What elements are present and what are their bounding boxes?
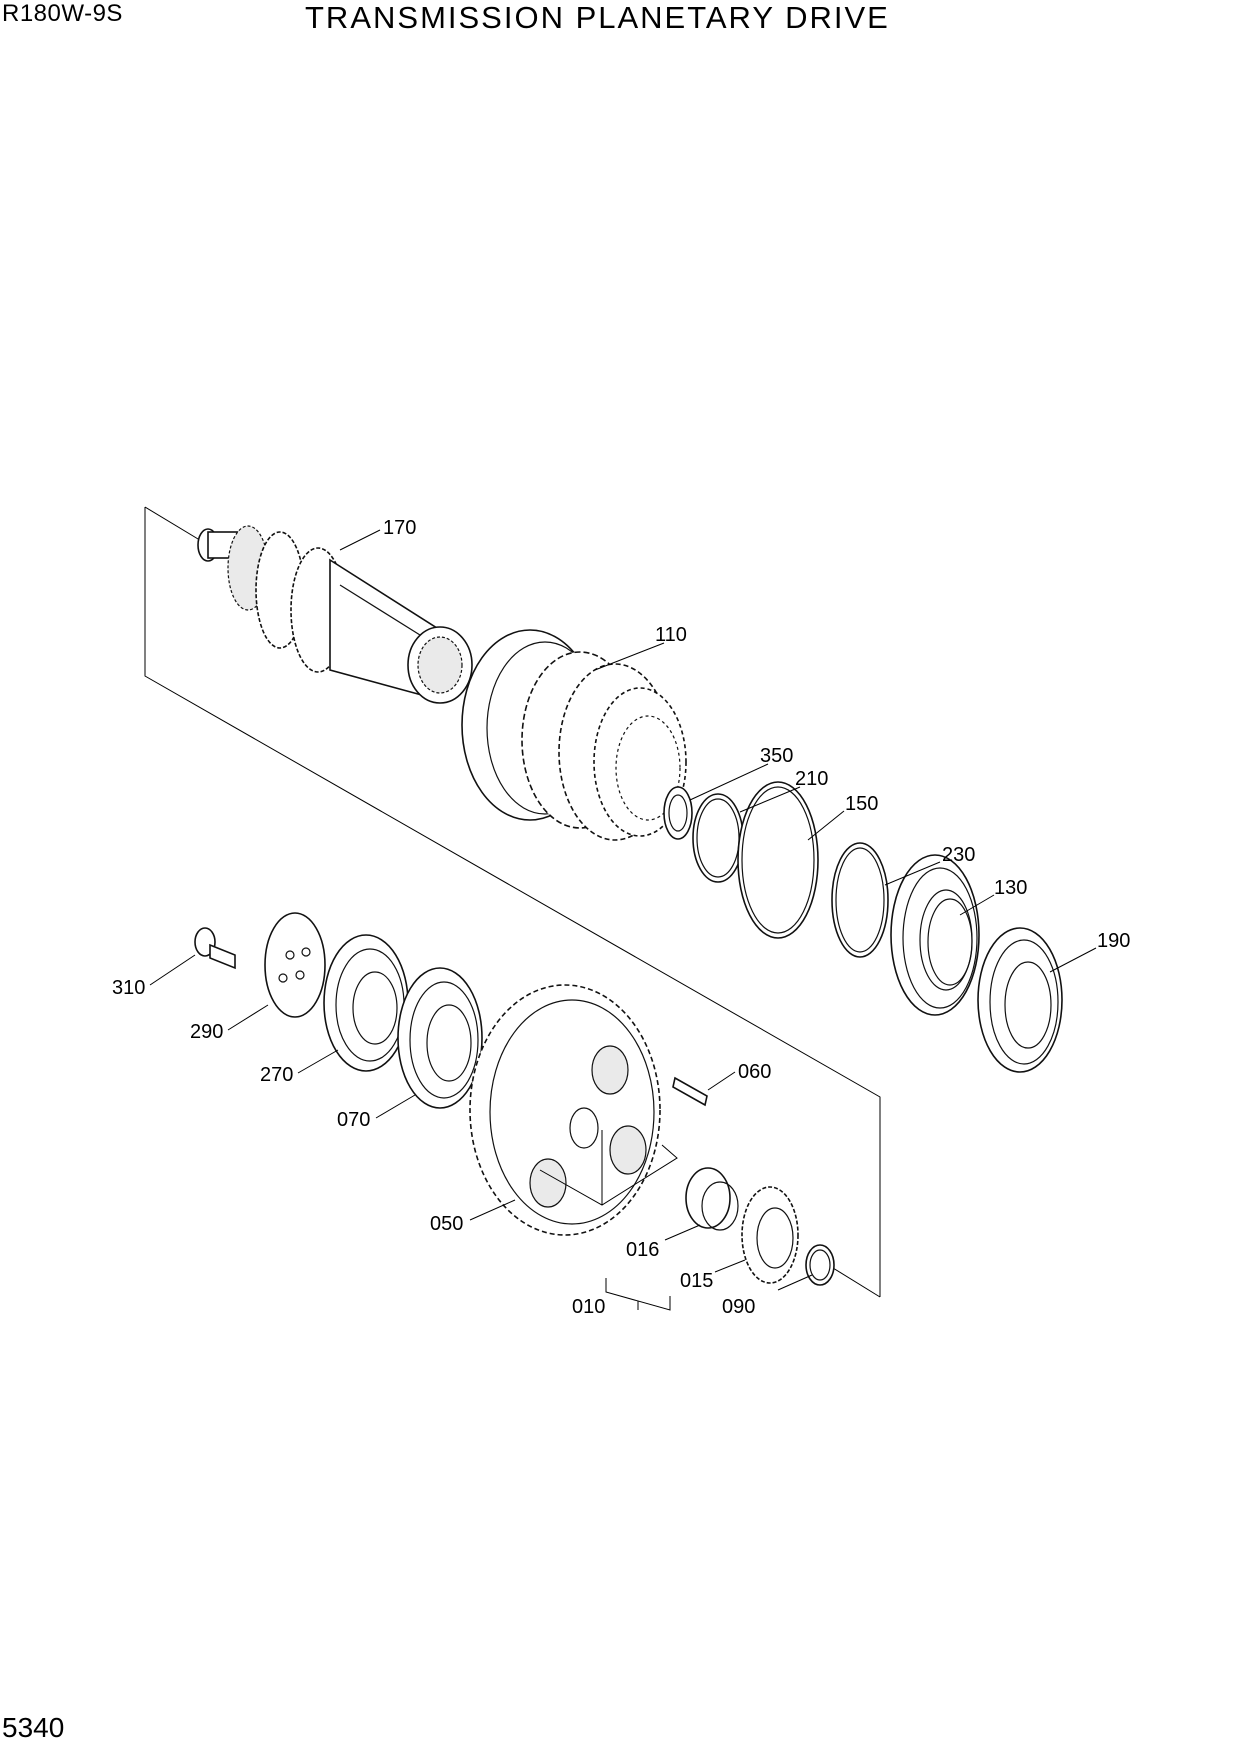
callout-050: 050 [430, 1213, 463, 1235]
callout-290: 290 [190, 1021, 223, 1043]
callout-130: 130 [994, 877, 1027, 899]
group-010-bracket [539, 1130, 678, 1311]
callout-010: 010 [572, 1296, 605, 1318]
part-210-snap-ring [692, 793, 744, 883]
part-090-snap-ring [805, 1244, 835, 1286]
callout-190: 190 [1097, 930, 1130, 952]
callout-labels: 170 110 350 210 150 230 130 190 310 290 … [112, 517, 1130, 1318]
page-number: 5340 [2, 1712, 65, 1743]
callout-310: 310 [112, 977, 145, 999]
callout-016: 016 [626, 1239, 659, 1261]
part-016-needle-bearing [685, 1167, 739, 1231]
callout-210: 210 [795, 768, 828, 790]
part-060-pin [672, 1076, 708, 1107]
part-015-planet-gear [741, 1186, 799, 1284]
part-350-washer [663, 786, 693, 840]
callout-150: 150 [845, 793, 878, 815]
callout-170: 170 [383, 517, 416, 539]
callout-270: 270 [260, 1064, 293, 1086]
part-290-plate [264, 912, 326, 1018]
callout-350: 350 [760, 745, 793, 767]
part-150-snap-ring [737, 781, 819, 939]
callout-230: 230 [942, 844, 975, 866]
part-050-planet-carrier [469, 984, 661, 1236]
part-190-seal [977, 927, 1063, 1073]
part-310-bolt [194, 927, 236, 970]
assembly-outline [144, 506, 881, 1298]
page-title: TRANSMISSION PLANETARY DRIVE [305, 0, 890, 35]
callout-090: 090 [722, 1296, 755, 1318]
part-230-snap-ring [831, 842, 889, 958]
part-110-ring-gear [461, 629, 687, 841]
callout-060: 060 [738, 1061, 771, 1083]
part-070-ball-bearing [397, 967, 483, 1109]
part-130-ball-bearing [890, 854, 980, 1016]
callout-070: 070 [337, 1109, 370, 1131]
part-170-input-shaft [197, 525, 473, 704]
callout-015: 015 [680, 1270, 713, 1292]
leader-lines [149, 529, 1097, 1291]
callout-110: 110 [655, 624, 687, 646]
model-code: R180W-9S [2, 0, 123, 27]
